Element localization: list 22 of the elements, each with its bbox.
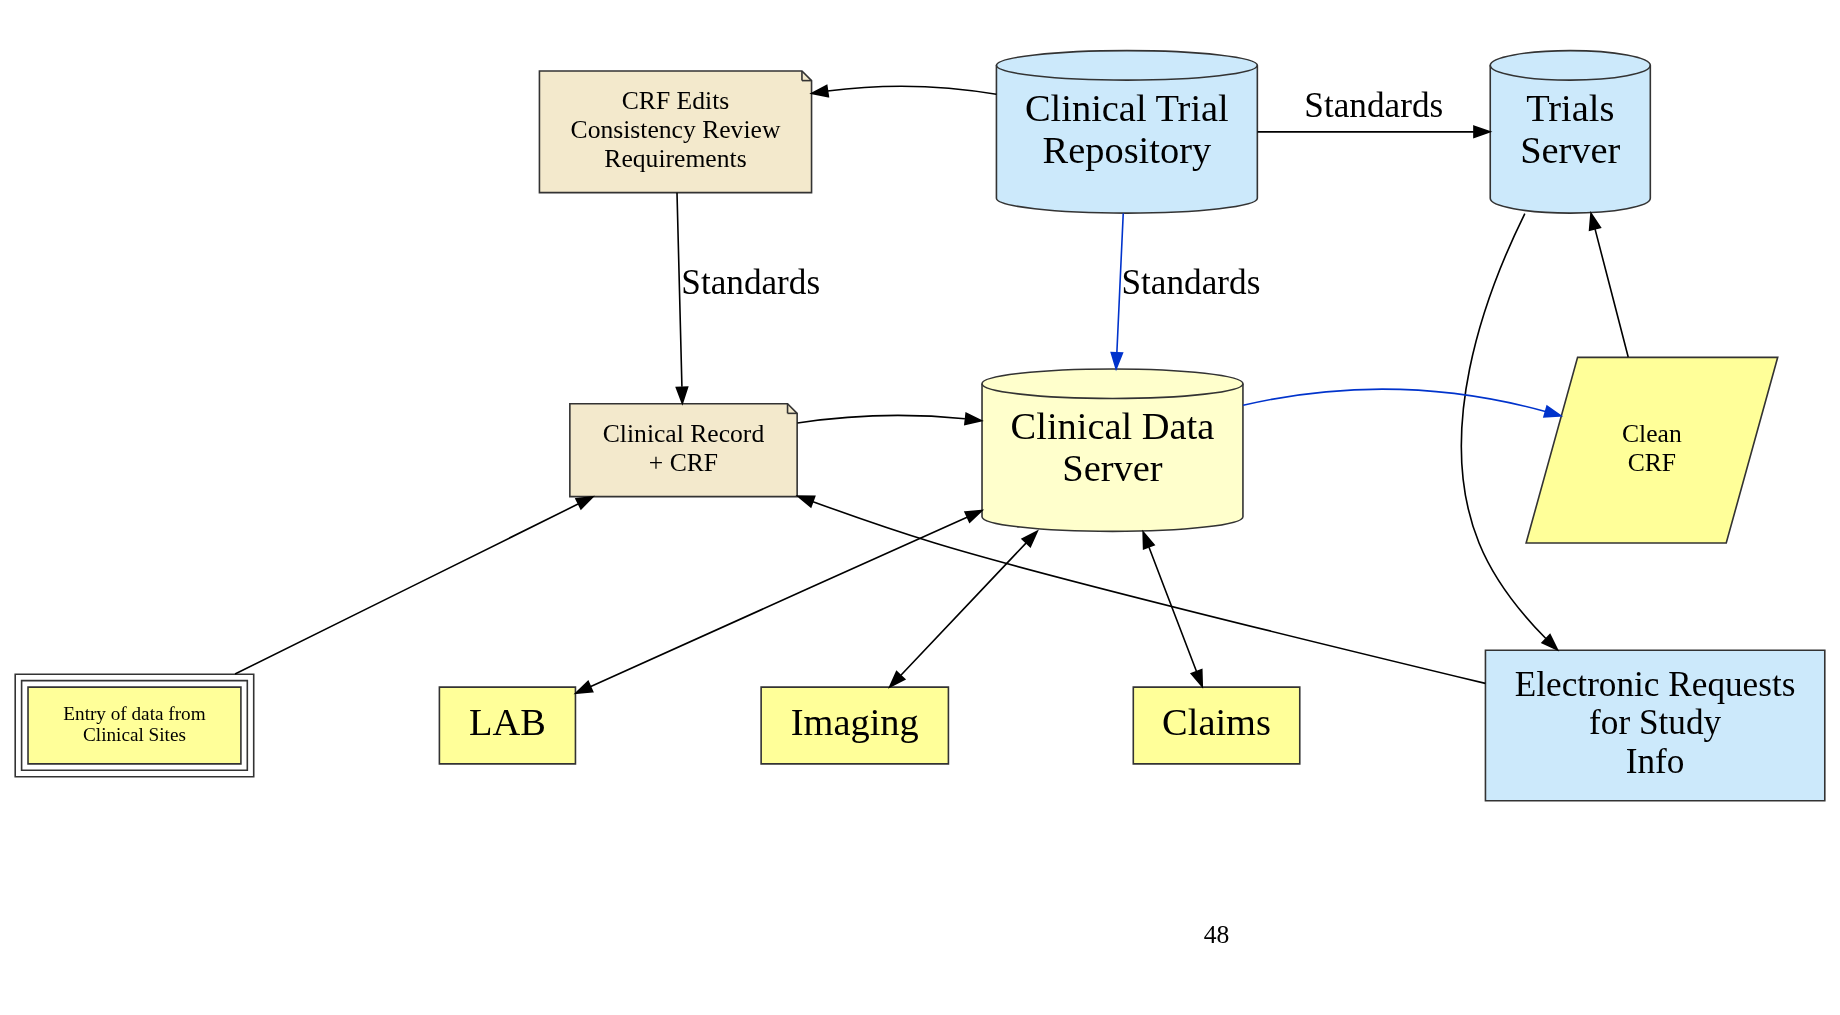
arrow xyxy=(1242,387,1564,418)
edge-label: Standards xyxy=(681,262,821,302)
node-box: Entry of data from Clinical Sites xyxy=(14,672,255,777)
arrow xyxy=(1110,212,1125,371)
node-box: Electronic Requests for Study Info xyxy=(1484,648,1826,802)
node-box: Imaging xyxy=(760,685,950,765)
edge-label: Standards xyxy=(1304,85,1444,125)
arrow xyxy=(809,83,998,98)
arrow xyxy=(234,495,595,675)
arrow xyxy=(795,494,1487,684)
arrow xyxy=(1460,212,1560,652)
label: 48 xyxy=(1203,919,1230,949)
arrow xyxy=(1588,210,1629,358)
edge-label: Standards xyxy=(1121,262,1261,302)
arrow xyxy=(796,411,984,425)
arrow xyxy=(573,509,985,694)
node-box: Claims xyxy=(1132,685,1301,765)
arrow xyxy=(888,528,1039,689)
arrow xyxy=(1142,529,1204,689)
arrow xyxy=(675,191,689,406)
node-box: LAB xyxy=(438,685,577,765)
arrow xyxy=(1256,124,1493,139)
